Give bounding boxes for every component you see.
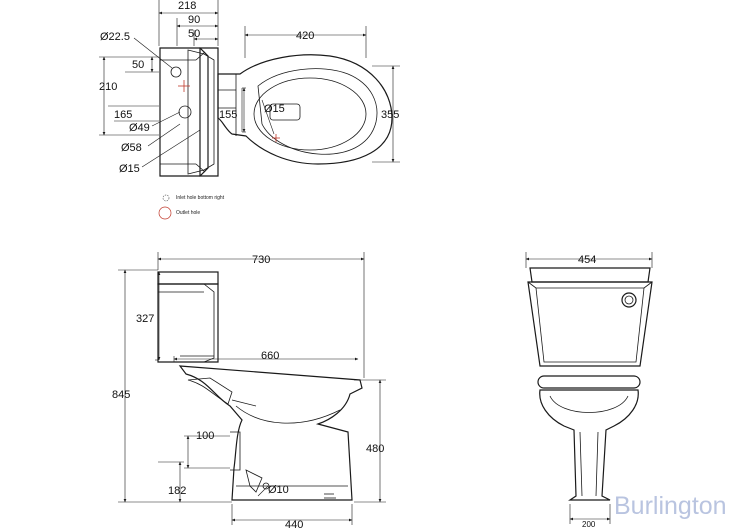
dim-355: 355	[381, 109, 399, 121]
dim-dia-15-left: Ø15	[119, 163, 140, 175]
inlet-legend-icon	[162, 194, 170, 202]
plan-view: 218 90 50 420 Ø22.5 50 210 165 Ø49 Ø58 Ø…	[99, 0, 400, 220]
dim-454: 454	[578, 254, 596, 266]
dim-dia-49: Ø49	[129, 122, 150, 134]
dim-dia-22-5: Ø22.5	[100, 31, 130, 43]
front-view: 454 200	[525, 252, 653, 529]
outlet-legend-label: Outlet hole	[176, 210, 200, 216]
side-view: 730 327 660 845 100 480 182 Ø10 440	[112, 252, 386, 530]
dim-dia-10: Ø10	[268, 484, 289, 496]
front-dimension-lines	[525, 252, 653, 524]
dim-480: 480	[366, 443, 384, 455]
dim-165: 165	[114, 109, 132, 121]
dim-dia-58: Ø58	[121, 142, 142, 154]
plan-legend: Inlet hole bottom right Outlet hole	[158, 194, 225, 220]
side-dimension-lines	[118, 252, 386, 525]
cistern-plan	[159, 47, 219, 177]
cistern-front	[527, 267, 653, 367]
dim-200: 200	[582, 520, 596, 529]
dim-182: 182	[168, 485, 186, 497]
pan-front	[537, 375, 641, 501]
dim-420: 420	[296, 30, 314, 42]
inlet-hole-marker	[170, 66, 182, 78]
cistern-side	[157, 271, 219, 363]
brand-watermark: Burlington	[614, 492, 727, 520]
dim-730: 730	[252, 254, 270, 266]
pan-side	[178, 365, 363, 501]
dim-50-left: 50	[132, 59, 144, 71]
dim-100: 100	[196, 430, 214, 442]
dim-440: 440	[285, 519, 303, 530]
dim-327: 327	[136, 313, 154, 325]
flush-button	[621, 292, 637, 308]
outlet-hole-marker	[178, 105, 192, 119]
dim-50-top: 50	[188, 28, 200, 40]
plan-dimension-lines	[99, 0, 400, 168]
dim-845: 845	[112, 389, 130, 401]
inlet-legend-label: Inlet hole bottom right	[176, 195, 225, 201]
outlet-legend-icon	[158, 206, 172, 220]
pan-plan	[217, 54, 393, 165]
dim-dia-15-pan: Ø15	[264, 103, 285, 115]
dim-218: 218	[178, 0, 196, 12]
dim-660: 660	[261, 350, 279, 362]
dim-210: 210	[99, 81, 117, 93]
dim-90: 90	[188, 14, 200, 26]
dim-155: 155	[219, 109, 237, 121]
